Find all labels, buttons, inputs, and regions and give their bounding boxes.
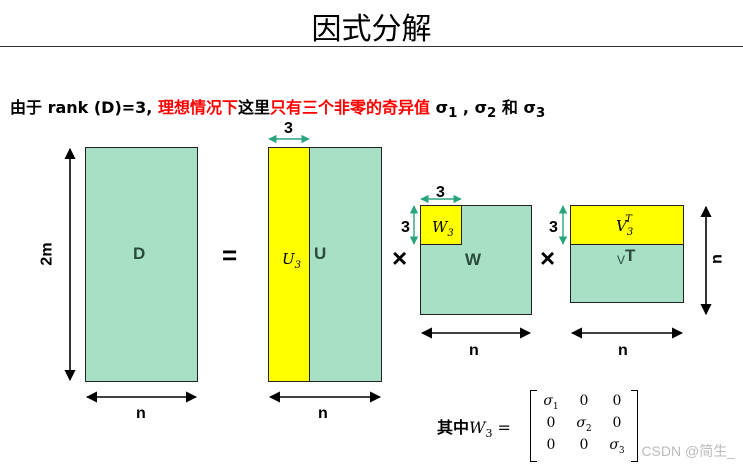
matrix-v3t-band [570,205,684,245]
matrix-w-width-label: n [469,342,479,359]
matrix-cell: 0 [546,415,556,431]
headline-prefix: 由于 rank (D)=3, [10,98,158,117]
matrix-bracket-left [530,390,537,462]
headline-mid: 这里 [237,98,270,117]
sigma-3: σ3 [523,98,546,122]
matrix-cell: 0 [579,393,589,409]
matrix-w-side-label: 3 [401,219,410,236]
matrix-w3-block [420,205,462,245]
matrix-d [85,147,198,382]
matrix-w-top-label: 3 [436,184,445,201]
matrix-u3-label: U3 [282,250,302,271]
matrix-bracket-right [631,390,638,462]
headline-sep: , [457,98,475,117]
matrix-cell: 0 [546,437,556,453]
matrix-u-width-label: n [318,405,328,422]
matrix-vt-label: VT [617,246,636,267]
matrix-cell: σ3 [609,437,625,456]
matrix-d-width-label: n [136,405,146,422]
matrix-v3t-label: V3T [616,214,634,238]
matrix-w-label: W [465,250,482,269]
caption-prefix: 其中 [437,420,470,437]
matrix-cell: 0 [579,437,589,453]
matrix-cell: 0 [612,393,622,409]
headline-red-1: 理想情况下 [157,98,238,117]
headline-red-2: 只有三个非零的奇异值 [270,98,431,117]
w3-matrix: σ1 0 0 0 σ2 0 0 0 σ3 [530,390,638,462]
matrix-cell: σ2 [576,415,592,434]
title-divider [0,46,743,47]
caption-equals: = [492,418,511,437]
sigma-2: σ2 [474,98,497,122]
headline: 由于 rank (D)=3, 理想情况下这里只有三个非零的奇异值 σ1 , σ2… [10,94,545,121]
matrix-cell: σ1 [543,393,559,412]
times-sign-2: × [540,243,556,273]
headline-and: 和 [496,98,524,117]
matrix-w3-label: W3 [432,218,454,239]
matrix-u-label: U [314,244,327,263]
sigma-1: σ1 [435,98,458,122]
watermark: CSDN @简生_ [641,443,735,459]
matrix-u3-band [268,147,310,382]
matrix-vt-side-label: 3 [549,219,558,236]
times-sign-1: × [392,243,408,273]
matrix-u-band-label: 3 [284,120,293,137]
matrix-vt-width-label: n [618,342,628,359]
caption-lhs: W3 [469,418,493,441]
caption: 其中W3 = [437,414,511,440]
matrix-d-label: D [133,244,146,263]
equals-sign: = [222,240,238,270]
page-title: 因式分解 [311,12,432,47]
matrix-cell: 0 [612,415,622,431]
